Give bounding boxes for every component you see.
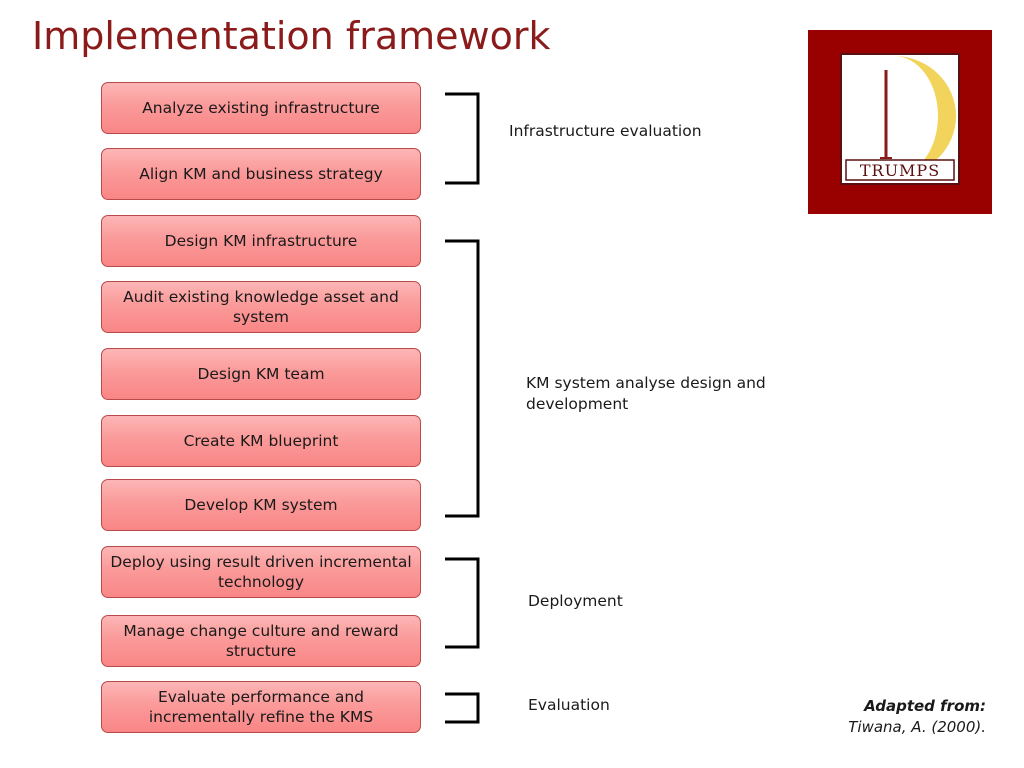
- credit-heading: Adapted from:: [864, 697, 986, 715]
- bracket-infrastructure: [445, 92, 480, 185]
- phase-evaluation: Evaluation: [528, 696, 610, 714]
- phase-infrastructure-evaluation: Infrastructure evaluation: [509, 122, 702, 140]
- step-develop-system: Develop KM system: [101, 479, 421, 531]
- trumps-logo: TRUMPS: [808, 30, 992, 214]
- step-design-infrastructure: Design KM infrastructure: [101, 215, 421, 267]
- phase-deployment: Deployment: [528, 592, 623, 610]
- logo-crescent: [894, 56, 956, 176]
- bracket-evaluation: [445, 692, 480, 724]
- step-design-team: Design KM team: [101, 348, 421, 400]
- step-create-blueprint: Create KM blueprint: [101, 415, 421, 467]
- bracket-km-system: [445, 239, 480, 518]
- slide-title: Implementation framework: [32, 14, 551, 58]
- logo-graphic: TRUMPS: [840, 53, 960, 185]
- step-manage-change: Manage change culture and reward structu…: [101, 615, 421, 667]
- step-evaluate-performance: Evaluate performance and incrementally r…: [101, 681, 421, 733]
- phase-km-system: KM system analyse design and development: [526, 374, 766, 413]
- bracket-deployment: [445, 557, 480, 649]
- source-credit: Adapted from: Tiwana, A. (2000).: [848, 696, 986, 738]
- logo-text: TRUMPS: [860, 161, 940, 180]
- credit-source: Tiwana, A. (2000).: [848, 718, 986, 736]
- step-analyze-infrastructure: Analyze existing infrastructure: [101, 82, 421, 134]
- step-deploy: Deploy using result driven incremental t…: [101, 546, 421, 598]
- logo-banner: [845, 159, 955, 181]
- step-audit-assets: Audit existing knowledge asset and syste…: [101, 281, 421, 333]
- step-align-strategy: Align KM and business strategy: [101, 148, 421, 200]
